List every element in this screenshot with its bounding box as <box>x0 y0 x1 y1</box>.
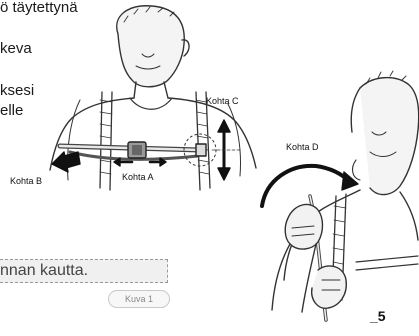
page-number-dash: _ <box>370 308 378 324</box>
page-number-value: 5 <box>378 308 386 324</box>
label-kohta-c: Kohta C <box>206 96 239 106</box>
text-fragment-4: elle <box>0 103 23 118</box>
label-kohta-b: Kohta B <box>10 176 42 186</box>
figure-label: Kuva 1 <box>108 290 170 308</box>
page-number: _5 <box>370 308 386 324</box>
label-kohta-d: Kohta D <box>286 142 319 152</box>
right-figure <box>262 71 419 320</box>
text-fragment-3: ksesi <box>0 83 34 98</box>
label-kohta-a: Kohta A <box>122 172 154 182</box>
text-fragment-1: ö täytettynä <box>0 0 78 15</box>
caption-text: nnan kautta. <box>0 262 88 280</box>
text-fragment-2: keva <box>0 41 32 56</box>
